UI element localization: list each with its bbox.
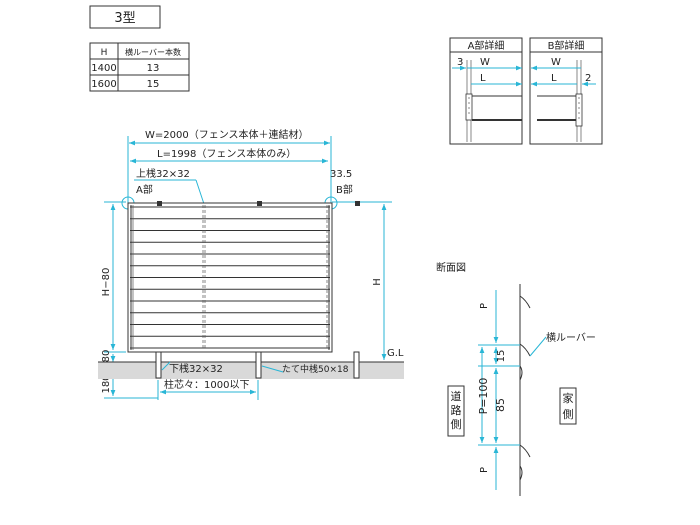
gl-label: G.L [387, 348, 404, 359]
section-pitch: P=100 [477, 378, 490, 415]
bottom-labels: 下桟32×32 たて中桟50×18 柱芯々：1000以下 [157, 361, 349, 400]
detail-a-l: L [480, 73, 486, 84]
detail-a-num: 3 [457, 57, 463, 68]
detail-a-title: A部詳細 [468, 39, 505, 52]
section-dim-15: 15 [496, 350, 507, 363]
part-a-label: A部 [136, 183, 153, 196]
bottom-rail-label: 下桟32×32 [169, 362, 223, 375]
louver-label: 横ルーバー [546, 331, 596, 344]
detail-b: B部詳細 W L 2 [529, 37, 603, 145]
detail-a: A部詳細 3 W L [449, 37, 523, 145]
gap-80-label: 80 [101, 350, 112, 363]
width-total-label: W=2000（フェンス本体＋連結材） [145, 128, 309, 141]
section-p-top: P [479, 303, 490, 309]
road-side-label: 道路側 [451, 389, 462, 431]
house-side-label: 家側 [563, 391, 574, 421]
posts [155, 351, 360, 379]
h-label: H [372, 278, 383, 286]
depth-180-label: 180 [101, 374, 112, 393]
ground [98, 362, 404, 379]
detail-b-l: L [551, 73, 557, 84]
h-minus-label: H−80 [101, 268, 112, 297]
louver-group [130, 206, 330, 349]
offset-b-label: 33.5 [330, 169, 352, 180]
table-cell: 15 [147, 79, 160, 90]
type-label: 3型 [89, 5, 161, 29]
section-title: 断面図 [436, 261, 466, 274]
top-rail-label: 上桟32×32 [136, 167, 190, 180]
detail-b-num: 2 [585, 73, 591, 84]
elevation-dimensions: W=2000（フェンス本体＋連結材） L=1998（フェンス本体のみ） 上桟32… [101, 128, 404, 399]
louver-count-table: H 横ルーバー本数 1400 13 1600 15 [89, 42, 190, 92]
mid-post-label: たて中桟50×18 [282, 363, 349, 375]
section-p-bottom: P [479, 467, 490, 473]
table-cell: 1600 [91, 79, 116, 90]
section-dim-85: 85 [494, 398, 507, 412]
detail-b-w: W [551, 57, 561, 68]
table-header-count: 横ルーバー本数 [125, 47, 181, 57]
fence-panel [127, 201, 360, 353]
table-cell: 1400 [91, 63, 116, 74]
cross-section: 断面図 P P 15 85 P=100 横ルーバー 道路側 家側 [436, 261, 596, 496]
length-body-label: L=1998（フェンス本体のみ） [157, 147, 296, 160]
post-pitch-label: 柱芯々：1000以下 [164, 378, 249, 391]
table-cell: 13 [147, 63, 160, 74]
detail-b-title: B部詳細 [548, 39, 585, 52]
part-b-label: B部 [336, 183, 353, 196]
type-label-text: 3型 [114, 11, 135, 26]
detail-a-w: W [480, 57, 490, 68]
table-header-h: H [101, 48, 108, 58]
